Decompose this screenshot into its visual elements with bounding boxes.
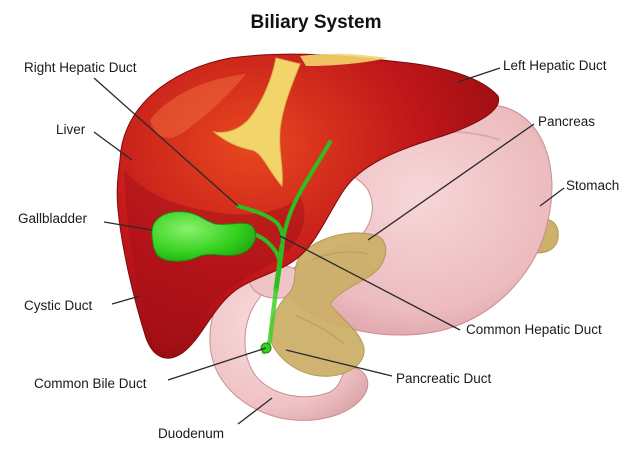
label-duodenum: Duodenum xyxy=(158,426,224,441)
label-common-hepatic-duct: Common Hepatic Duct xyxy=(466,322,602,337)
label-stomach: Stomach xyxy=(566,178,619,193)
label-common-bile-duct: Common Bile Duct xyxy=(34,376,147,391)
label-pancreatic-duct: Pancreatic Duct xyxy=(396,371,492,386)
diagram-title: Biliary System xyxy=(251,12,382,33)
label-liver: Liver xyxy=(56,122,86,137)
label-right-hepatic-duct: Right Hepatic Duct xyxy=(24,60,137,75)
label-pancreas: Pancreas xyxy=(538,114,595,129)
label-cystic-duct: Cystic Duct xyxy=(24,298,93,313)
label-gallbladder: Gallbladder xyxy=(18,211,88,226)
label-left-hepatic-duct: Left Hepatic Duct xyxy=(503,58,607,73)
